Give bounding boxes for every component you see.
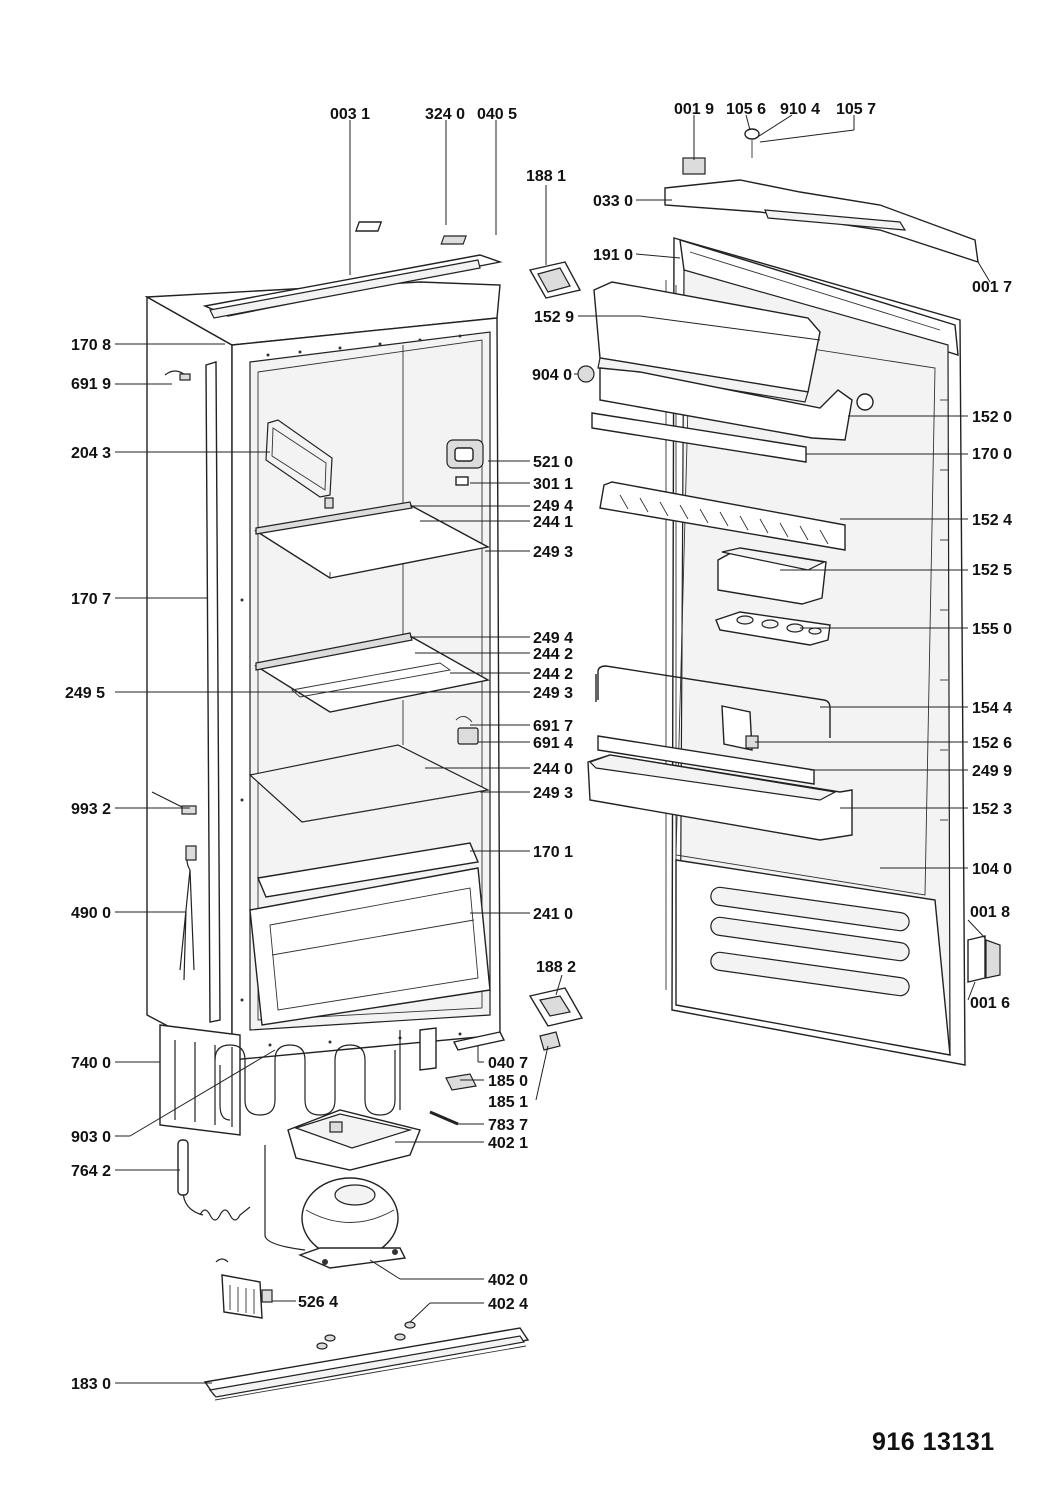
- door: [665, 237, 966, 1066]
- label-9104: 910 4: [780, 101, 820, 118]
- label-9932: 993 2: [71, 801, 111, 818]
- freezer-flap: [577, 281, 874, 441]
- label-1520: 152 0: [972, 409, 1012, 426]
- label-1544: 154 4: [972, 700, 1012, 717]
- door-rack: [599, 481, 846, 551]
- retainer-clip: [721, 705, 759, 751]
- label-1708: 170 8: [71, 337, 111, 354]
- label-1523: 152 3: [972, 801, 1012, 818]
- document-code: 916 13131: [872, 1428, 995, 1456]
- label-7400: 740 0: [71, 1055, 111, 1072]
- label-9040: 904 0: [532, 367, 572, 384]
- interior-parts: [248, 419, 491, 1026]
- top-rail: [202, 221, 503, 319]
- label-1881: 188 1: [526, 168, 566, 185]
- label-0330: 033 0: [593, 193, 633, 210]
- label-2493b: 249 3: [533, 685, 573, 702]
- label-2493a: 249 3: [533, 544, 573, 561]
- label-6914: 691 4: [533, 735, 573, 752]
- label-1851: 185 1: [488, 1094, 528, 1111]
- label-1529: 152 9: [534, 309, 574, 326]
- butter-box: [717, 547, 827, 605]
- label-1524: 152 4: [972, 512, 1012, 529]
- label-4024: 402 4: [488, 1296, 528, 1313]
- door-shelf-trim: [597, 735, 815, 785]
- label-4021: 402 1: [488, 1135, 528, 1152]
- door-lower-hinge: [967, 935, 1001, 983]
- drip-tray: [287, 1109, 421, 1171]
- label-3011: 301 1: [533, 476, 573, 493]
- part-number-labels: 003 1 324 0 040 5 188 1 001 9 105 6 910 …: [65, 101, 1012, 1393]
- start-relay: [215, 1258, 273, 1319]
- condenser: [159, 1024, 437, 1136]
- label-7642: 764 2: [71, 1163, 111, 1180]
- label-2442a: 244 2: [533, 646, 573, 663]
- door-strip: [591, 412, 807, 463]
- label-2440: 244 0: [533, 761, 573, 778]
- bottom-rail: [203, 1327, 530, 1401]
- label-0019: 001 9: [674, 101, 714, 118]
- label-3240: 324 0: [425, 106, 465, 123]
- label-6917: 691 7: [533, 718, 573, 735]
- label-2493c: 249 3: [533, 785, 573, 802]
- label-1707: 170 7: [71, 591, 111, 608]
- label-1882: 188 2: [536, 959, 576, 976]
- compressor: [298, 1177, 407, 1269]
- label-6919: 691 9: [71, 376, 111, 393]
- bottle-retainer: [595, 665, 831, 738]
- label-1550: 155 0: [972, 621, 1012, 638]
- label-1700: 170 0: [972, 446, 1012, 463]
- label-0031: 003 1: [330, 106, 370, 123]
- label-1525: 152 5: [972, 562, 1012, 579]
- label-5210: 521 0: [533, 454, 573, 471]
- capillary-tube: [177, 1139, 306, 1251]
- label-2495: 249 5: [65, 685, 105, 702]
- label-5264: 526 4: [298, 1294, 338, 1311]
- door-top-bracket: [664, 128, 979, 264]
- label-0407: 040 7: [488, 1055, 528, 1072]
- label-0016: 001 6: [970, 995, 1010, 1012]
- label-1910: 191 0: [593, 247, 633, 264]
- label-1526: 152 6: [972, 735, 1012, 752]
- label-4900: 490 0: [71, 905, 111, 922]
- left-loose-parts: [151, 370, 197, 981]
- label-2043: 204 3: [71, 445, 111, 462]
- label-7837: 783 7: [488, 1117, 528, 1134]
- label-1040: 104 0: [972, 861, 1012, 878]
- label-2441: 244 1: [533, 514, 573, 531]
- grommets: [316, 1321, 416, 1350]
- label-1850: 185 0: [488, 1073, 528, 1090]
- label-2410: 241 0: [533, 906, 573, 923]
- label-1056: 105 6: [726, 101, 766, 118]
- label-9030: 903 0: [71, 1129, 111, 1146]
- upper-hinge: [528, 261, 582, 299]
- label-2494a: 249 4: [533, 498, 573, 515]
- label-2442b: 244 2: [533, 666, 573, 683]
- label-2494b: 249 4: [533, 630, 573, 647]
- egg-tray: [715, 611, 831, 646]
- label-0017: 001 7: [972, 279, 1012, 296]
- label-1057: 105 7: [836, 101, 876, 118]
- leader-lines: [115, 114, 991, 1384]
- label-0018: 001 8: [970, 904, 1010, 921]
- label-1701: 170 1: [533, 844, 573, 861]
- label-2499: 249 9: [972, 763, 1012, 780]
- label-4020: 402 0: [488, 1272, 528, 1289]
- bottle-shelf: [587, 754, 853, 841]
- label-1830: 183 0: [71, 1376, 111, 1393]
- lower-hinge-parts: [429, 987, 584, 1126]
- label-0405: 040 5: [477, 106, 517, 123]
